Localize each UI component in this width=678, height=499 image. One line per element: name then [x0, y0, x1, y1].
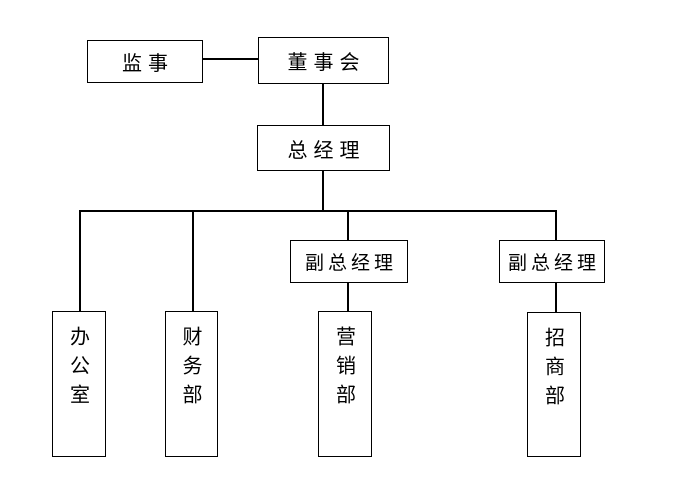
node-finance-dept-label: 财务部: [179, 326, 203, 413]
node-board: 董事会: [258, 37, 389, 84]
node-investment-dept-label: 招商部: [541, 327, 566, 414]
node-deputy-gm-1-label: 副总经理: [304, 252, 397, 274]
node-deputy-gm-1: 副总经理: [290, 240, 408, 283]
connector-board-general-manager: [322, 84, 324, 125]
connector-bus-deputy-gm-2: [555, 210, 557, 240]
node-general-manager-label: 总经理: [287, 137, 366, 162]
node-deputy-gm-2: 副总经理: [499, 240, 605, 283]
node-marketing-dept: 营销部: [318, 311, 372, 457]
node-supervisor-label: 监事: [122, 51, 174, 75]
connector-general-manager-bus: [322, 171, 324, 210]
node-office-label: 办公室: [66, 326, 91, 413]
connector-bus-finance-dept: [192, 210, 194, 311]
connector-deputy-gm-2-investment: [555, 283, 557, 312]
node-general-manager: 总经理: [257, 125, 390, 171]
node-finance-dept: 财务部: [165, 311, 218, 457]
connector-bus: [79, 210, 557, 212]
node-office: 办公室: [52, 311, 106, 457]
node-marketing-dept-label: 营销部: [332, 326, 357, 413]
connector-deputy-gm-1-marketing: [347, 283, 349, 311]
connector-bus-deputy-gm-1: [347, 210, 349, 240]
node-supervisor: 监事: [87, 40, 203, 83]
connector-supervisor-board: [203, 58, 258, 60]
node-deputy-gm-2-label: 副总经理: [507, 252, 600, 274]
node-board-label: 董事会: [287, 50, 366, 74]
node-investment-dept: 招商部: [527, 312, 581, 457]
connector-bus-office: [79, 210, 81, 311]
